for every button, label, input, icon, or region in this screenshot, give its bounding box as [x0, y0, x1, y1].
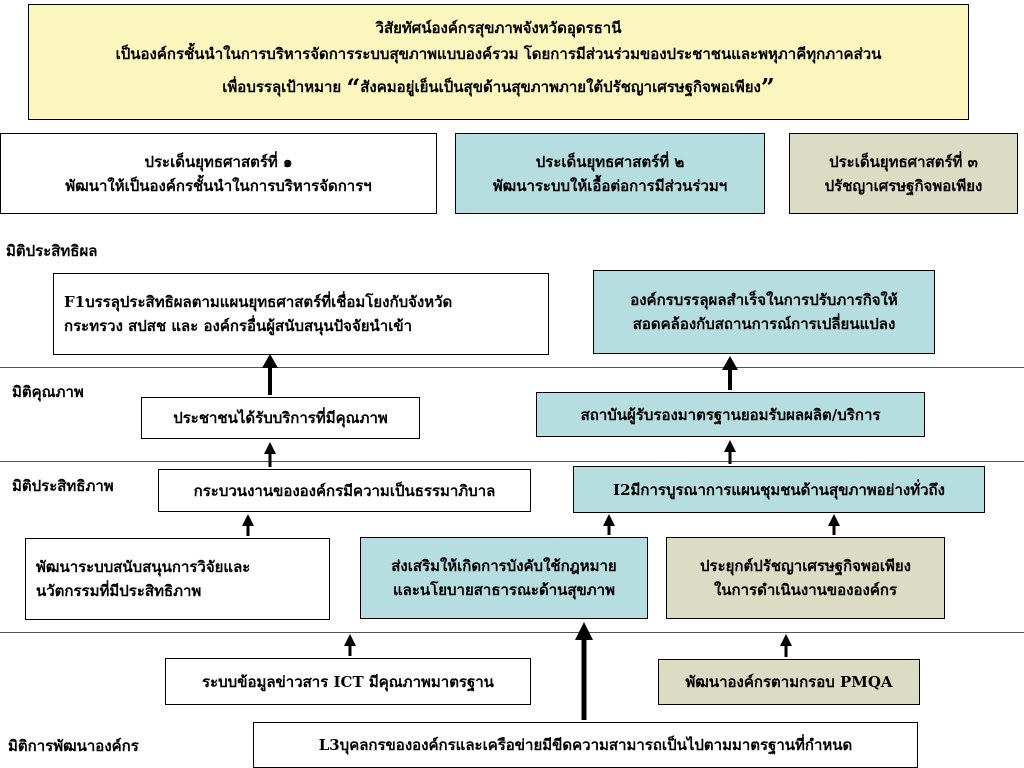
arrowhead-pmqa-up: [780, 634, 792, 646]
divider-effectiveness-quality: [0, 367, 1024, 368]
strategy-3-title: ประเด็นยุทธศาสตร์ที่ ๓: [829, 152, 978, 171]
vision-goal-line: เพื่อบรรลุเป้าหมาย “สังคมอยู่เย็นเป็นสุข…: [222, 67, 774, 109]
strategy-2-desc: พัฒนาระบบให้เอื้อต่อการมีส่วนร่วมฯ: [492, 176, 728, 195]
vision-mission: เป็นองค์กรชั้นนำในการบริหารจัดการระบบสุข…: [115, 45, 882, 63]
dimension-org-dev-label: มิติการพัฒนาองค์กร: [8, 737, 139, 755]
strategy-1-desc: พัฒนาให้เป็นองค์กรชั้นนำในการบริหารจัดกา…: [65, 176, 372, 195]
node-sufficiency-line2: ในการดำเนินงานขององค์กร: [713, 581, 898, 599]
node-sufficiency-line1: ประยุกต์ปรัชญาเศรษฐกิจพอเพียง: [700, 557, 911, 575]
strategy-1-box: ประเด็นยุทธศาสตร์ที่ ๑ พัฒนาให้เป็นองค์ก…: [0, 133, 437, 214]
strategy-2-title: ประเด็นยุทธศาสตร์ที่ ๒: [535, 152, 685, 171]
arrowhead-ict-up: [344, 634, 356, 646]
node-f1-line1: F1บรรลุประสิทธิผลตามแผนยุทธศาสตร์ที่เชื่…: [64, 293, 453, 311]
arrowhead-i2-to-accredited: [724, 440, 736, 452]
node-law: ส่งเสริมให้เกิดการบังคับใช้กฎหมาย และนโย…: [360, 537, 648, 619]
node-law-line1: ส่งเสริมให้เกิดการบังคับใช้กฎหมาย: [391, 557, 617, 575]
open-quote: “: [346, 73, 361, 103]
node-accredited-text: สถาบันผู้รับรองมาตรฐานยอมรับผลผลิต/บริกา…: [580, 405, 881, 424]
arrowhead-law-to-i2: [603, 514, 615, 526]
node-good-governance-text: กระบวนงานขององค์กรมีความเป็นธรรมาภิบาล: [193, 481, 496, 500]
vision-goal-prefix: เพื่อบรรลุเป้าหมาย: [222, 78, 342, 97]
dimension-effectiveness-label: มิติประสิทธิผล: [6, 242, 98, 260]
arrowhead-accredited-to-orgsuccess: [722, 356, 738, 370]
strategy-1-title: ประเด็นยุทธศาสตร์ที่ ๑: [144, 152, 293, 171]
node-good-governance: กระบวนงานขององค์กรมีความเป็นธรรมาภิบาล: [158, 469, 531, 512]
node-research: พัฒนาระบบสนับสนุนการวิจัยและ นวัตกรรมที่…: [25, 538, 330, 620]
node-research-line1: พัฒนาระบบสนับสนุนการวิจัยและ: [36, 558, 251, 576]
close-quote: ”: [760, 73, 775, 103]
node-research-line2: นวัตกรรมที่มีประสิทธิภาพ: [36, 582, 202, 600]
dimension-efficiency-label: มิติประสิทธิภาพ: [12, 477, 114, 495]
arrowhead-l3-to-law: [575, 622, 593, 640]
node-org-success-line2: สอดคล้องกับสถานการณ์การเปลี่ยนแปลง: [632, 315, 896, 333]
node-pmqa: พัฒนาองค์กรตามกรอบ PMQA: [658, 659, 920, 705]
arrowhead-sufficiency-to-i2: [828, 514, 840, 526]
node-pmqa-text: พัฒนาองค์กรตามกรอบ PMQA: [685, 673, 893, 691]
vision-title: วิสัยทัศน์องค์กรสุขภาพจังหวัดอุดรธานี: [375, 18, 622, 37]
node-i2: I2มีการบูรณาการแผนชุมชนด้านสุขภาพอย่างทั…: [573, 466, 985, 513]
node-org-success: องค์กรบรรลุผลสำเร็จในการปรับภารกิจให้ สอ…: [593, 270, 935, 354]
node-accredited: สถาบันผู้รับรองมาตรฐานยอมรับผลผลิต/บริกา…: [536, 392, 925, 437]
node-i2-text: I2มีการบูรณาการแผนชุมชนด้านสุขภาพอย่างทั…: [613, 480, 945, 499]
node-ict-text: ระบบข้อมูลข่าวสาร ICT มีคุณภาพมาตรฐาน: [202, 672, 494, 691]
strategy-3-desc: ปรัชญาเศรษฐกิจพอเพียง: [824, 176, 983, 195]
node-quality-service: ประชาชนได้รับบริการที่มีคุณภาพ: [141, 397, 420, 439]
node-f1: F1บรรลุประสิทธิผลตามแผนยุทธศาสตร์ที่เชื่…: [53, 273, 549, 355]
dimension-quality-label: มิติคุณภาพ: [12, 383, 84, 401]
node-f1-line2: กระทรวง สปสช และ องค์กรอื่นผู้สนับสนุนปั…: [64, 317, 413, 335]
strategy-3-box: ประเด็นยุทธศาสตร์ที่ ๓ ปรัชญาเศรษฐกิจพอเ…: [789, 133, 1018, 214]
strategy-2-box: ประเด็นยุทธศาสตร์ที่ ๒ พัฒนาระบบให้เอื้อ…: [455, 133, 765, 214]
node-org-success-line1: องค์กรบรรลุผลสำเร็จในการปรับภารกิจให้: [630, 291, 898, 309]
node-quality-service-text: ประชาชนได้รับบริการที่มีคุณภาพ: [173, 409, 388, 427]
node-ict: ระบบข้อมูลข่าวสาร ICT มีคุณภาพมาตรฐาน: [165, 658, 531, 705]
node-l3-text: L3บุคลกรขององค์กรและเครือข่ายมีขีดความสา…: [318, 736, 853, 754]
arrowhead-governance-to-quality: [264, 442, 276, 454]
divider-quality-efficiency: [0, 461, 1024, 462]
arrowhead-quality-to-f1: [262, 354, 278, 368]
node-law-line2: และนโยบายสาธารณะด้านสุขภาพ: [393, 581, 615, 599]
vision-goal: สังคมอยู่เย็นเป็นสุขด้านสุขภาพภายใต้ปรัช…: [360, 78, 761, 97]
divider-efficiency-orgdev: [0, 632, 1024, 633]
vision-box: วิสัยทัศน์องค์กรสุขภาพจังหวัดอุดรธานี เป…: [28, 4, 969, 120]
node-sufficiency: ประยุกต์ปรัชญาเศรษฐกิจพอเพียง ในการดำเนิ…: [666, 537, 945, 619]
arrowhead-research-to-governance: [242, 514, 254, 526]
